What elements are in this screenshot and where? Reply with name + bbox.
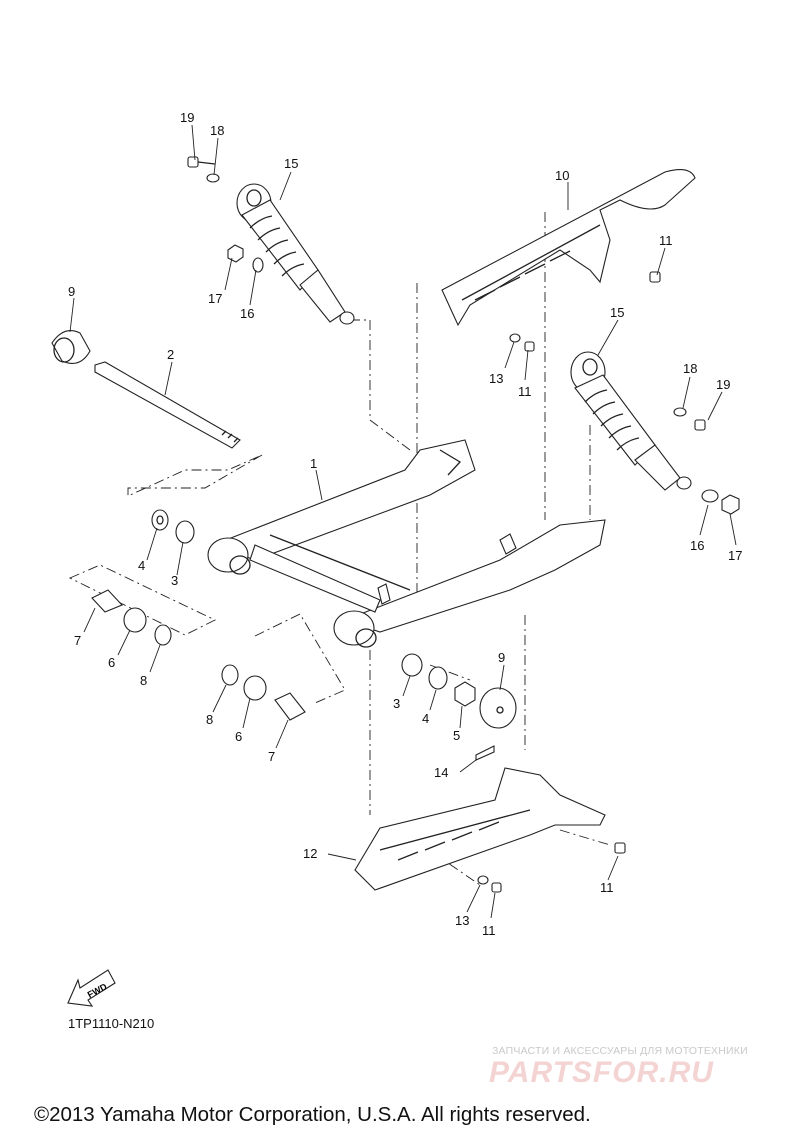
copyright-notice: ©2013 Yamaha Motor Corporation, U.S.A. A…: [34, 1103, 591, 1126]
callout-numbers: 19 18 15 17 16 10 11 9 2 13 11 15 18 19 …: [68, 110, 742, 938]
callout-15: 15: [610, 305, 624, 320]
callout-11: 11: [518, 384, 532, 399]
callout-7: 7: [268, 749, 275, 764]
callout-13: 13: [489, 371, 503, 386]
callout-4: 4: [138, 558, 145, 573]
chain-case-lower: [354, 767, 606, 891]
swing-arm: [207, 439, 606, 648]
shock-absorber-left: [187, 156, 355, 325]
callout-1: 1: [310, 456, 317, 471]
callout-16: 16: [690, 538, 704, 553]
diagram-code: 1TP1110-N210: [68, 1016, 155, 1031]
callout-17: 17: [728, 548, 742, 563]
callout-11: 11: [482, 923, 496, 938]
fwd-arrow-icon: FWD: [67, 969, 116, 1007]
callout-14: 14: [434, 765, 448, 780]
callout-12: 12: [303, 846, 317, 861]
chain-case-upper: [441, 169, 696, 327]
callout-8: 8: [206, 712, 213, 727]
bearings-right: [401, 653, 517, 761]
callout-3: 3: [393, 696, 400, 711]
callout-18: 18: [683, 361, 697, 376]
shock-absorber-right: [570, 351, 740, 515]
callout-11: 11: [600, 880, 614, 895]
bearings-left: [91, 509, 306, 721]
callout-2: 2: [167, 347, 174, 362]
callout-3: 3: [171, 573, 178, 588]
watermark-logo: PARTSFOR.RU: [489, 1056, 714, 1089]
callout-7: 7: [74, 633, 81, 648]
callout-6: 6: [235, 729, 242, 744]
callout-4: 4: [422, 711, 429, 726]
callout-9: 9: [68, 284, 75, 299]
callout-5: 5: [453, 728, 460, 743]
callout-16: 16: [240, 306, 254, 321]
callout-18: 18: [210, 123, 224, 138]
watermark-tagline: ЗАПЧАСТИ И АКСЕССУАРЫ ДЛЯ МОТОТЕХНИКИ: [492, 1045, 748, 1057]
callout-17: 17: [208, 291, 222, 306]
callout-11: 11: [659, 233, 673, 248]
leader-lines: [69, 124, 737, 919]
callout-19: 19: [180, 110, 194, 125]
callout-19: 19: [716, 377, 730, 392]
callout-6: 6: [108, 655, 115, 670]
callout-8: 8: [140, 673, 147, 688]
pivot-shaft: [51, 330, 241, 449]
callout-9: 9: [498, 650, 505, 665]
callout-10: 10: [555, 168, 569, 183]
callout-15: 15: [284, 156, 298, 171]
callout-13: 13: [455, 913, 469, 928]
